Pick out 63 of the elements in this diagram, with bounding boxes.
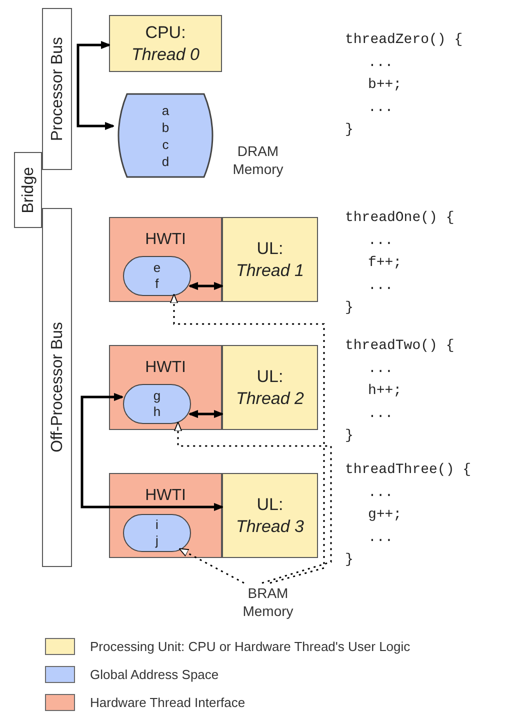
legend-label: Hardware Thread Interface: [90, 695, 246, 710]
node-label: a b c d: [162, 102, 170, 170]
interface-box: [109, 345, 222, 430]
processing-box: [109, 15, 222, 72]
code-line: ...: [368, 530, 394, 546]
arrow: [188, 410, 224, 418]
code-line: threadTwo() {: [345, 338, 454, 354]
node-label: g h: [153, 388, 161, 420]
code-line: ...: [368, 406, 394, 422]
arrow: [76, 40, 114, 130]
memory-caption: BRAM Memory: [242, 584, 294, 620]
interface-box: [109, 217, 222, 302]
arrow: [80, 392, 224, 512]
legend-label: Global Address Space: [90, 667, 219, 682]
code-line: ...: [368, 54, 394, 70]
code-line: h++;: [368, 383, 402, 399]
code-line: }: [345, 122, 354, 138]
interface-box: [109, 473, 222, 558]
node-label: Thread 2: [236, 388, 304, 410]
node-label: e f: [153, 260, 161, 292]
memory-pill: [123, 384, 191, 424]
dotted-arrow: [170, 294, 325, 584]
bus-label: Off-Processor Bus: [48, 322, 66, 453]
code-line: b++;: [368, 77, 402, 93]
processing-box: [222, 217, 318, 302]
legend-label: Processing Unit: CPU or Hardware Thread's User Logic: [90, 639, 410, 654]
bus-box: [42, 8, 72, 170]
memory-caption: DRAM Memory: [232, 142, 284, 178]
code-line: threadZero() {: [345, 32, 463, 48]
code-line: g++;: [368, 507, 402, 523]
code-line: ...: [368, 360, 394, 376]
code-line: ...: [368, 484, 394, 500]
node-label: Thread 3: [236, 516, 304, 538]
node-label: CPU:: [145, 22, 186, 44]
code-line: threadOne() {: [345, 210, 454, 226]
node-label: Thread 1: [236, 260, 304, 282]
bus-label: Processor Bus: [48, 36, 66, 142]
node-label: UL:: [256, 494, 284, 516]
node-label: HWTI: [145, 358, 186, 377]
node-label: i j: [156, 517, 158, 549]
node-label: Thread 0: [131, 44, 200, 66]
node-label: HWTI: [145, 486, 186, 505]
node-label: HWTI: [145, 230, 186, 249]
code-line: threadThree() {: [345, 462, 472, 478]
processing-box: [222, 345, 318, 430]
processing-box: [222, 473, 318, 558]
memory-pill: [123, 514, 191, 552]
node-label: UL:: [256, 238, 284, 260]
dotted-arrow: [174, 422, 332, 584]
code-line: ...: [368, 278, 394, 294]
code-line: f++;: [368, 255, 402, 271]
bus-box: [42, 208, 72, 567]
code-line: }: [345, 552, 354, 568]
code-line: }: [345, 300, 354, 316]
code-line: ...: [368, 100, 394, 116]
dotted-arrow: [178, 548, 244, 584]
code-line: ...: [368, 232, 394, 248]
memory-pill: [123, 256, 191, 296]
arrow: [188, 282, 224, 290]
code-line: }: [345, 428, 354, 444]
bus-box: [14, 152, 42, 228]
bus-label: Bridge: [18, 166, 38, 214]
node-label: UL:: [256, 366, 284, 388]
